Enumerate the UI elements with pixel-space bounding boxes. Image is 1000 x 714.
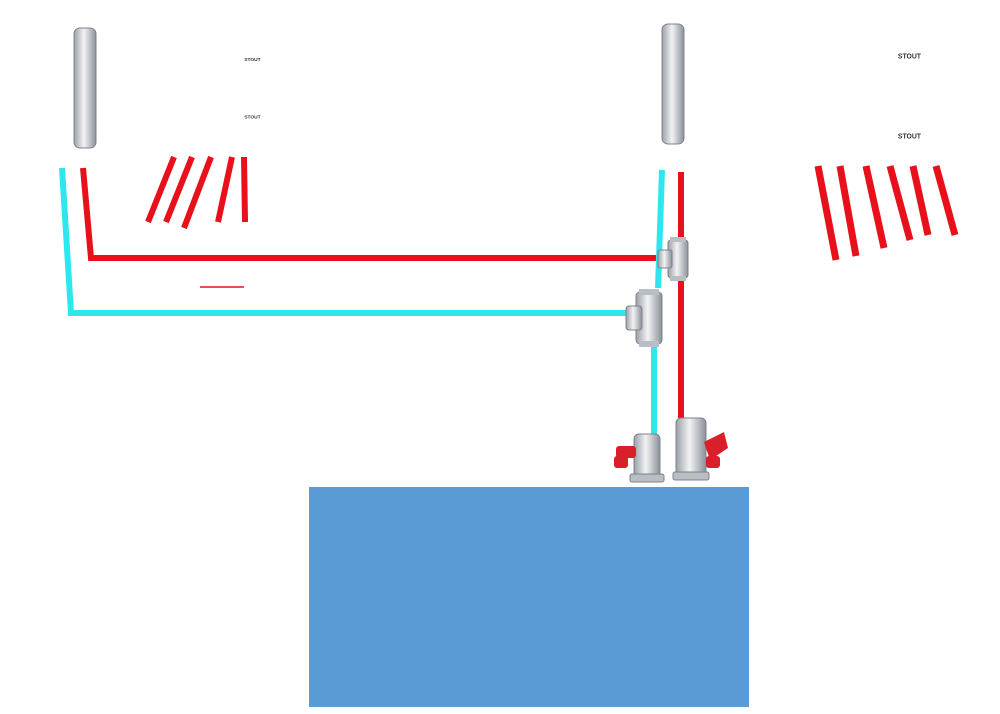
storage-tank xyxy=(309,487,749,707)
tee-fitting-upper xyxy=(657,237,689,281)
manifold-brand-label: STOUT xyxy=(244,115,260,121)
ball-valve-supply[interactable] xyxy=(672,417,728,481)
left-manifold: STOUT STOUT xyxy=(135,38,289,136)
supply-pipe-main xyxy=(80,167,672,261)
right-manifold: STOUT STOUT xyxy=(745,26,961,164)
right-floor-loops xyxy=(814,165,959,261)
return-pipe-main xyxy=(59,167,628,316)
manifold-brand-label: STOUT xyxy=(898,134,922,141)
ball-valve-return[interactable] xyxy=(614,433,665,483)
right-pump-group xyxy=(661,23,685,145)
manifold-brand-label: STOUT xyxy=(898,53,922,60)
tee-fitting-lower xyxy=(625,289,663,347)
return-riser-right xyxy=(655,169,665,289)
manifold-brand-label: STOUT xyxy=(244,57,260,63)
left-pump-group xyxy=(73,27,97,149)
left-floor-loops xyxy=(145,155,248,230)
